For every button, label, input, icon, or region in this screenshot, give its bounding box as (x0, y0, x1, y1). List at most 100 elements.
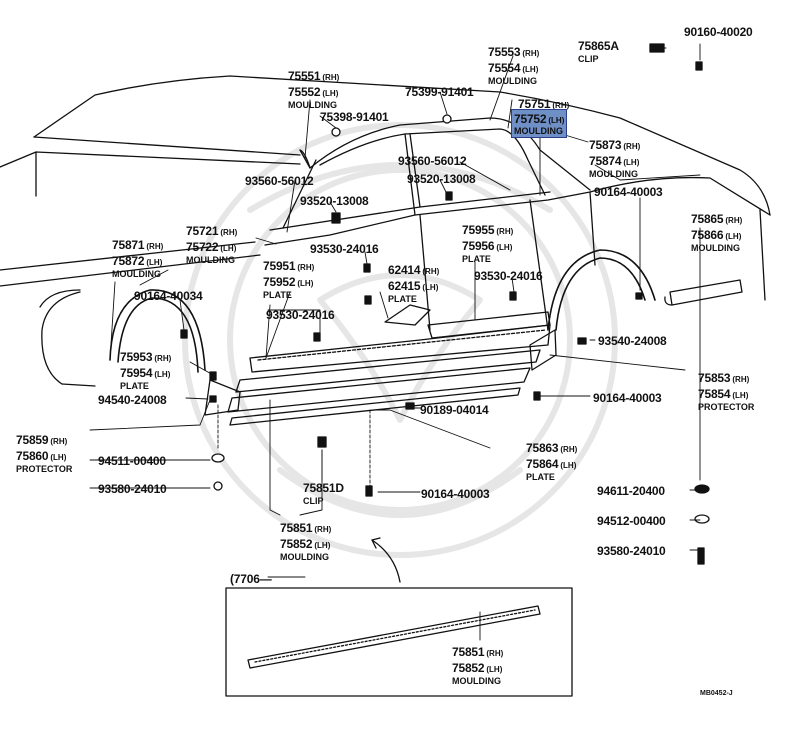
part-caption: PLATE (462, 254, 491, 264)
part-number: 75954 (120, 366, 153, 380)
callout-94611-20400: 94611-20400 (597, 483, 665, 499)
wheel-arches (109, 249, 656, 373)
part-number: 75860 (16, 449, 49, 463)
side-tag: (RH) (220, 228, 238, 237)
callout-75859-protector: 75859(RH) 75860(LH) PROTECTOR (16, 432, 72, 474)
callout-90164-40034: 90164-40034 (134, 288, 203, 304)
side-tag: (RH) (322, 73, 340, 82)
callout-93580-24010-a: 93580-24010 (98, 481, 167, 497)
part-number: 90164-40003 (593, 391, 662, 405)
side-tag: (RH) (486, 649, 504, 658)
part-number: 93580-24010 (98, 482, 167, 496)
callout-75851d-clip: 75851D CLIP (303, 480, 344, 506)
part-number: 93520-13008 (300, 194, 369, 208)
part-number: 90160-40020 (684, 25, 753, 39)
side-tag: (LH) (314, 541, 331, 550)
part-number: 75851 (280, 521, 313, 535)
part-caption: MOULDING (288, 100, 337, 110)
part-number: 93580-24010 (597, 544, 666, 558)
callout-75553-moulding: 75553(RH) 75554(LH) MOULDING (488, 44, 539, 86)
part-number: 93560-56012 (398, 154, 467, 168)
side-tag: (RH) (422, 267, 440, 276)
part-number: 75859 (16, 433, 49, 447)
part-caption: MOULDING (691, 243, 740, 253)
callout-75721-moulding: 75721(RH) 75722(LH) MOULDING (186, 223, 237, 265)
callout-94540-24008: 94540-24008 (98, 392, 167, 408)
part-number: 75951 (263, 259, 296, 273)
side-tag: (RH) (732, 375, 750, 384)
callout-75851-moulding-inset: 75851(RH) 75852(LH) MOULDING (452, 644, 503, 686)
side-tag: (RH) (623, 142, 641, 151)
part-number: (7706— (230, 572, 272, 586)
callout-75863-plate: 75863(RH) 75864(LH) PLATE (526, 440, 577, 482)
callout-93530-24016-b: 93530-24016 (474, 268, 543, 284)
callout-75752-moulding-highlighted[interactable]: 75752(LH) MOULDING (511, 109, 568, 138)
part-number: 93530-24016 (310, 242, 379, 256)
callout-62414-plate: 62414(RH) 62415(LH) PLATE (388, 262, 439, 304)
part-number: 75854 (698, 387, 731, 401)
part-caption: PROTECTOR (16, 464, 73, 474)
part-number: 75953 (120, 350, 153, 364)
part-number: 75722 (186, 240, 219, 254)
part-caption: PLATE (263, 290, 292, 300)
callout-75398-91401: 75398-91401 (320, 109, 389, 125)
side-tag: (LH) (220, 244, 237, 253)
part-number: 75865A (578, 39, 619, 53)
side-tag: (RH) (496, 227, 514, 236)
part-number: 75872 (112, 254, 145, 268)
side-tag: (LH) (50, 453, 67, 462)
callout-75873-moulding: 75873(RH) 75874(LH) MOULDING (589, 137, 640, 179)
part-caption: CLIP (303, 496, 324, 506)
part-number: 75552 (288, 85, 321, 99)
part-number: 90189-04014 (420, 403, 489, 417)
side-tag: (RH) (560, 445, 578, 454)
callout-90189-04014: 90189-04014 (420, 402, 489, 418)
part-number: 75864 (526, 457, 559, 471)
part-number: 75399-91401 (405, 85, 474, 99)
side-tag: (RH) (314, 525, 332, 534)
part-number: 75956 (462, 239, 495, 253)
callout-90164-40003-c: 90164-40003 (421, 486, 490, 502)
part-number: 75853 (698, 371, 731, 385)
callout-75865a-clip: 75865A CLIP (578, 38, 619, 64)
part-number: 62415 (388, 279, 421, 293)
part-caption: MOULDING (186, 255, 235, 265)
side-tag: (RH) (297, 263, 315, 272)
watermark-emblem (182, 122, 618, 558)
callout-93520-13008-b: 93520-13008 (300, 193, 369, 209)
part-number: 75866 (691, 228, 724, 242)
side-tag: (LH) (732, 391, 749, 400)
part-number: 94540-24008 (98, 393, 167, 407)
side-tag: (LH) (560, 461, 577, 470)
side-tag: (RH) (522, 49, 540, 58)
part-number: 75955 (462, 223, 495, 237)
part-number: 75852 (452, 661, 485, 675)
callout-7706-range: (7706— (230, 571, 272, 587)
callout-75851-moulding: 75851(RH) 75852(LH) MOULDING (280, 520, 331, 562)
part-number: 75398-91401 (320, 110, 389, 124)
part-number: 75752 (514, 112, 547, 126)
part-number: 75874 (589, 154, 622, 168)
callout-75955-plate: 75955(RH) 75956(LH) PLATE (462, 222, 513, 264)
part-number: 90164-40034 (134, 289, 203, 303)
part-number: 90164-40003 (421, 487, 490, 501)
callout-94511-00400: 94511-00400 (98, 453, 166, 469)
callout-75953-plate: 75953(RH) 75954(LH) PLATE (120, 349, 171, 391)
part-caption: CLIP (578, 54, 599, 64)
side-tag: (LH) (496, 243, 513, 252)
callout-75399-91401: 75399-91401 (405, 84, 474, 100)
callout-93530-24016-c: 93530-24016 (266, 307, 335, 323)
part-number: 75851 (452, 645, 485, 659)
side-tag: (LH) (725, 232, 742, 241)
callout-93520-13008-a: 93520-13008 (407, 171, 476, 187)
part-caption: MOULDING (589, 169, 638, 179)
part-number: 90164-40003 (594, 185, 663, 199)
part-caption: MOULDING (112, 269, 161, 279)
side-tag: (LH) (522, 65, 539, 74)
callout-93560-56012-a: 93560-56012 (398, 153, 467, 169)
part-number: 75721 (186, 224, 219, 238)
callout-90164-40003-a: 90164-40003 (594, 184, 663, 200)
part-number: 94512-00400 (597, 514, 666, 528)
